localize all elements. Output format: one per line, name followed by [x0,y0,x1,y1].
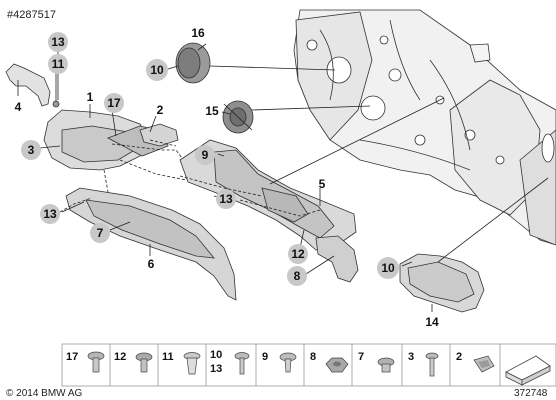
callout-17: 17 [104,93,124,113]
part-16-grommet [175,42,211,84]
callout-label: 11 [52,57,65,71]
legend-label: 12 [114,351,126,363]
callout-label: 5 [319,177,326,191]
callout-label: 4 [15,100,22,114]
callout-label: 12 [291,247,305,261]
legend-label: 9 [262,351,268,363]
callout-label: 1 [87,90,94,104]
legend-item-2: 2 [456,351,495,373]
part-8-duct-outlet [315,235,359,283]
fastener-legend: 17 12 11 10 13 [61,343,556,387]
legend-item-9: 9 [262,351,297,373]
legend-item-3: 3 [408,351,439,377]
callout-16: 16 [191,26,205,40]
expanding-rivet-icon [183,352,201,375]
document-id: #4287517 [7,9,56,21]
callout-label: 13 [51,35,65,49]
legend-label: 10 [210,349,222,361]
callout-11-top: 11 [48,54,68,74]
callout-label: 10 [150,63,164,77]
callout-label: 2 [157,103,164,117]
part-6-trim-panel [65,187,237,301]
panel-hole [541,133,555,163]
legend-label: 3 [408,351,414,363]
bolt-icon [425,352,439,377]
part-9-central-duct [179,139,357,251]
callout-label: 6 [148,257,155,271]
callout-label: 10 [381,261,395,275]
callout-label: 13 [219,192,233,206]
copyright-notice: © 2014 BMW AG [6,388,83,399]
callout-12: 12 [288,244,308,264]
callout-13-middle: 13 [216,189,236,209]
clip-nut-icon [135,352,153,373]
plastic-rivet-icon [87,351,105,373]
legend-item-10-13: 10 13 [210,349,250,375]
callout-10-grommet: 10 [146,59,168,81]
spring-clip-icon [473,355,495,373]
callout-label: 3 [28,143,35,157]
callout-label: 16 [191,26,205,40]
callout-10-plate: 10 [377,257,399,279]
legend-item-11: 11 [162,351,201,375]
callout-3: 3 [21,140,41,160]
push-clip-icon [279,352,297,373]
part-2-connector [139,123,179,147]
callout-8: 8 [287,266,307,286]
figure-number: 372748 [514,388,548,399]
callout-13-top: 13 [48,32,68,52]
panel-hole [360,95,386,121]
callout-5: 5 [319,177,326,191]
body-bulkhead-panel [293,9,556,246]
misc-parts-icon [505,355,551,386]
legend-label: 8 [310,351,316,363]
part-15-grommet [222,100,254,134]
screw-icon [234,352,250,375]
callout-label: 9 [202,148,209,162]
callout-label: 15 [205,104,219,118]
callout-15: 15 [205,104,219,118]
legend-item-12: 12 [114,351,153,373]
callout-14: 14 [425,315,439,329]
callout-9: 9 [195,145,215,165]
legend-label: 2 [456,351,462,363]
legend-label: 13 [210,363,222,375]
callout-label: 13 [43,207,57,221]
callout-label: 17 [107,96,121,110]
callout-label: 8 [294,269,301,283]
legend-item-17: 17 [66,351,105,373]
callout-7: 7 [90,223,110,243]
flange-nut-icon [377,357,395,373]
hex-nut-icon [325,357,349,373]
callout-label: 7 [97,226,104,240]
part-14-cover-plate [399,253,485,313]
callout-4: 4 [15,100,22,114]
callout-6: 6 [148,257,155,271]
legend-label: 11 [162,351,174,363]
legend-label: 7 [358,351,364,363]
part-4-bracket [5,62,60,108]
legend-item-8: 8 [310,351,349,373]
callout-13-left: 13 [40,204,60,224]
callout-2: 2 [157,103,164,117]
legend-item-7: 7 [358,351,395,373]
legend-label: 17 [66,351,78,363]
callout-label: 14 [425,315,439,329]
callout-1: 1 [87,90,94,104]
